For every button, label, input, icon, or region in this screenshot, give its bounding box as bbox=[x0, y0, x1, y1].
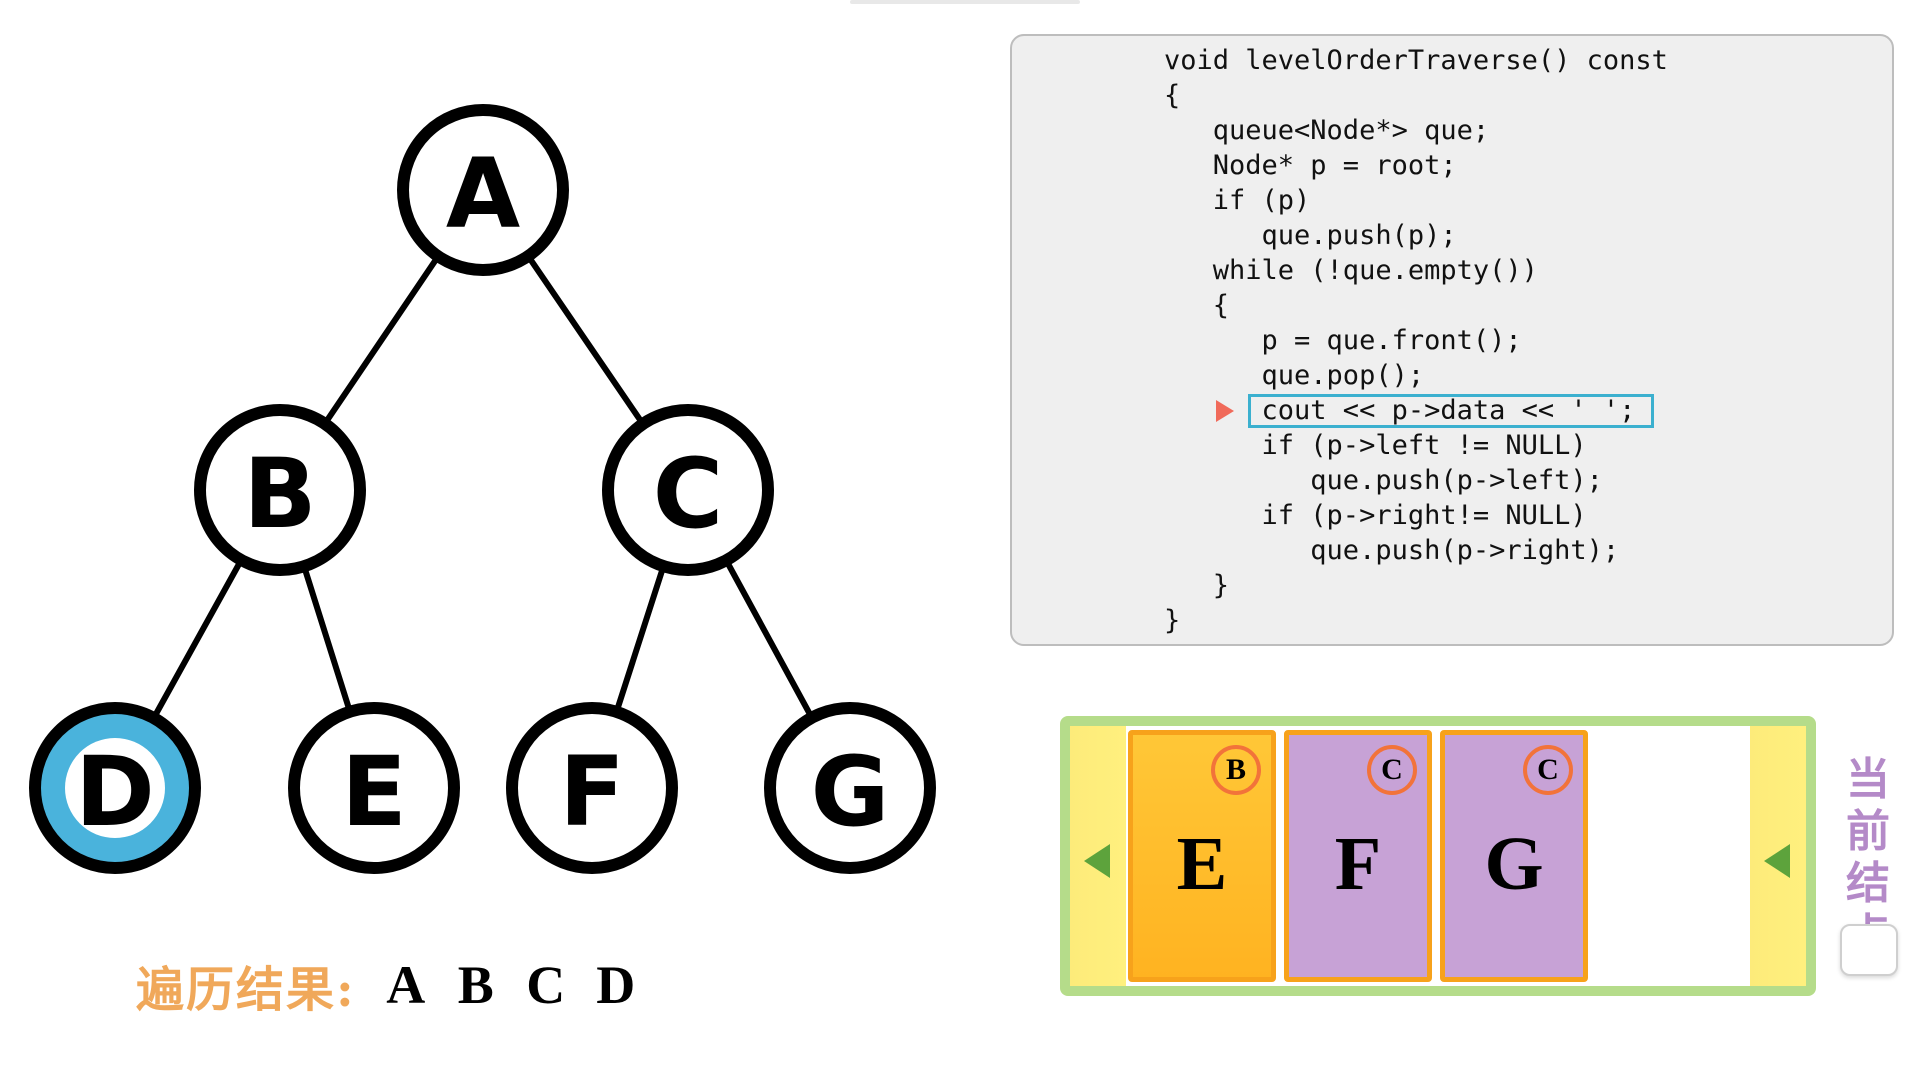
current-line-highlight bbox=[1248, 394, 1654, 428]
tree-node-label: A bbox=[446, 138, 520, 250]
tree-node-label: E bbox=[341, 736, 407, 848]
code-line: if (p->left != NULL) bbox=[1164, 430, 1587, 461]
code-line: { bbox=[1164, 290, 1230, 321]
queue-body: B E C F C G bbox=[1070, 726, 1806, 986]
tree-edge-c-g bbox=[723, 557, 815, 721]
code-line: { bbox=[1164, 80, 1181, 111]
code-line: que.push(p->left); bbox=[1164, 465, 1603, 496]
code-line: } bbox=[1164, 605, 1181, 636]
code-line: Node* p = root; bbox=[1164, 150, 1457, 181]
tree-node-circle bbox=[288, 702, 460, 874]
tree-node-circle bbox=[194, 404, 366, 576]
code-line: void levelOrderTraverse() const bbox=[1164, 45, 1668, 76]
current-line-pointer-icon bbox=[1216, 400, 1234, 422]
tree-edge-a-c bbox=[525, 253, 646, 427]
tree-edges bbox=[150, 253, 815, 722]
traversal-result: 遍历结果: A B C D bbox=[136, 950, 636, 1020]
tree-edge-b-d bbox=[150, 556, 245, 722]
tree-node-d: D bbox=[29, 702, 201, 874]
parent-badge: C bbox=[1523, 745, 1573, 795]
traversal-result-label: 遍历结果: bbox=[136, 962, 356, 1018]
tree-node-a: A bbox=[397, 104, 569, 276]
current-node-card bbox=[1840, 924, 1898, 976]
queue-visual: B E C F C G bbox=[1060, 716, 1816, 996]
tree-node-label: F bbox=[559, 736, 625, 848]
code-line-current: cout << p->data << ' '; bbox=[1164, 395, 1636, 426]
queue-rear-end bbox=[1750, 726, 1806, 986]
queue-cell: C G bbox=[1440, 730, 1588, 982]
queue-cell: B E bbox=[1128, 730, 1276, 982]
queue-cell-value: G bbox=[1484, 822, 1544, 906]
tree-node-label: B bbox=[243, 438, 316, 550]
queue-cell-value: F bbox=[1334, 822, 1382, 906]
code-line: queue<Node*> que; bbox=[1164, 115, 1490, 146]
code-line: while (!que.empty()) bbox=[1164, 255, 1538, 286]
tree-node-f: F bbox=[506, 702, 678, 874]
queue-cell-value: E bbox=[1176, 822, 1228, 906]
binary-tree-diagram: A B C D E F G bbox=[29, 104, 936, 874]
tree-node-circle bbox=[764, 702, 936, 874]
tree-edge-b-e bbox=[301, 563, 353, 715]
queue-front-end bbox=[1070, 726, 1126, 986]
tree-nodes: A B C D E F G bbox=[29, 104, 936, 874]
tree-node-c: C bbox=[602, 404, 774, 576]
result-item: D bbox=[596, 955, 636, 1015]
result-item: B bbox=[457, 955, 494, 1015]
tree-node-b: B bbox=[194, 404, 366, 576]
tree-node-circle bbox=[506, 702, 678, 874]
current-node-label: 当前结点 bbox=[1846, 754, 1890, 961]
enqueue-arrow-icon bbox=[1764, 844, 1790, 878]
tree-node-circle bbox=[397, 104, 569, 276]
tree-node-label: C bbox=[653, 438, 723, 550]
parent-badge: C bbox=[1367, 745, 1417, 795]
code-line: que.push(p); bbox=[1164, 220, 1457, 251]
code-line: que.push(p->right); bbox=[1164, 535, 1620, 566]
code-line: if (p) bbox=[1164, 185, 1311, 216]
tree-node-inner bbox=[65, 738, 165, 838]
tree-node-label: D bbox=[75, 736, 155, 848]
code-line: p = que.front(); bbox=[1164, 325, 1522, 356]
code-line: } bbox=[1164, 570, 1230, 601]
code-panel: void levelOrderTraverse() const { queue<… bbox=[1010, 34, 1894, 646]
tree-node-g: G bbox=[764, 702, 936, 874]
top-divider bbox=[850, 0, 1080, 4]
tree-node-label: G bbox=[811, 736, 890, 848]
code-line: if (p->right!= NULL) bbox=[1164, 500, 1587, 531]
tree-edge-a-b bbox=[321, 253, 442, 427]
code-line: que.pop(); bbox=[1164, 360, 1425, 391]
dequeue-arrow-icon bbox=[1084, 844, 1110, 878]
tree-node-circle bbox=[602, 404, 774, 576]
result-item: A bbox=[386, 955, 426, 1015]
tree-node-e: E bbox=[288, 702, 460, 874]
result-item: C bbox=[526, 955, 566, 1015]
queue-cell: C F bbox=[1284, 730, 1432, 982]
tree-edge-c-f bbox=[613, 563, 667, 715]
parent-badge: B bbox=[1211, 745, 1261, 795]
